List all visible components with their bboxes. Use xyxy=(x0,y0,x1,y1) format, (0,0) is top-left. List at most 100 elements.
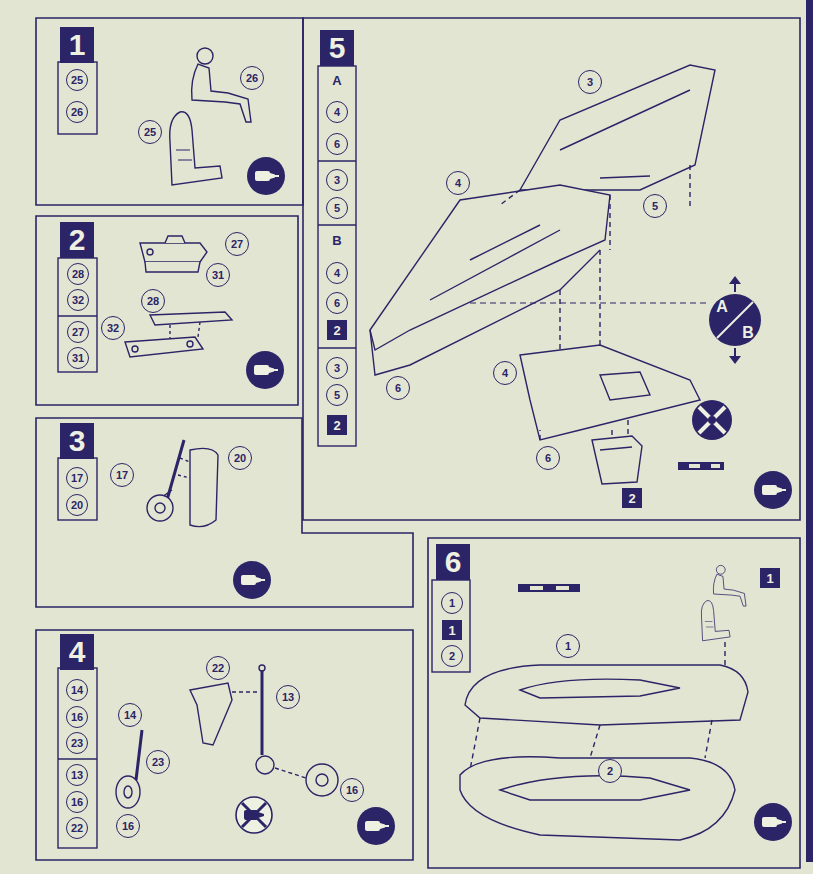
panel-outline xyxy=(428,538,800,868)
part-number-circle: 3 xyxy=(578,70,602,94)
step-6-figure xyxy=(500,776,690,800)
parts-list-column xyxy=(58,668,97,848)
parts-list-column xyxy=(432,580,470,672)
part-number-circle: 16 xyxy=(66,791,88,813)
step-panel: 125262625 xyxy=(36,18,303,205)
part-number: 27 xyxy=(231,239,243,250)
part-number-circle: 4 xyxy=(493,361,517,385)
part-number: 1 xyxy=(448,624,455,637)
step-6-figure xyxy=(460,565,748,840)
part-number: 13 xyxy=(282,692,294,703)
parts-list-column xyxy=(318,160,356,161)
part-number-circle: 23 xyxy=(146,750,170,774)
part-number-circle: 28 xyxy=(67,263,89,285)
part-number-circle: 16 xyxy=(116,814,140,838)
parts-list-column xyxy=(58,258,97,372)
part-number: 25 xyxy=(144,127,156,138)
panel-outline xyxy=(36,216,298,405)
part-number: 14 xyxy=(71,685,83,696)
glue-icons xyxy=(754,471,792,509)
step-4-figure xyxy=(190,683,232,745)
step-panel: 4141623131622221314231616 xyxy=(36,630,413,860)
cut-symbol xyxy=(699,407,725,433)
part-number-circle: 4 xyxy=(326,262,348,284)
part-number-circle: 22 xyxy=(206,656,230,680)
part-number-circle: 31 xyxy=(206,263,230,287)
part-number-circle: 6 xyxy=(326,292,348,314)
step-number: 6 xyxy=(436,544,470,580)
step-number: 3 xyxy=(60,423,94,459)
part-number-circle: 32 xyxy=(101,316,125,340)
step-3-figure xyxy=(190,448,218,526)
part-number-circle: 6 xyxy=(326,133,348,155)
part-number: 27 xyxy=(72,327,84,338)
part-number-circle: 5 xyxy=(326,384,348,406)
glue-icons xyxy=(357,807,395,845)
no-glue-symbol xyxy=(242,803,266,827)
glue-icons xyxy=(247,157,285,195)
part-number: 4 xyxy=(455,178,461,189)
part-number: 1 xyxy=(766,572,773,585)
parts-list-column xyxy=(318,66,356,446)
part-number: 1 xyxy=(565,641,571,652)
part-number: 13 xyxy=(71,770,83,781)
step-5-figure xyxy=(600,372,650,400)
step-2-figure xyxy=(187,341,193,347)
sheet-edge xyxy=(806,0,813,862)
part-number-circle: 3 xyxy=(326,357,348,379)
panel-outline xyxy=(428,538,800,868)
part-number-circle: 13 xyxy=(66,764,88,786)
scale-bar xyxy=(711,464,720,468)
part-number-circle: 22 xyxy=(66,817,88,839)
part-number-circle: 20 xyxy=(228,446,252,470)
part-number: 26 xyxy=(71,107,83,118)
step-3-figure xyxy=(147,440,218,527)
ab-arrows xyxy=(470,302,706,303)
part-number-circle: 25 xyxy=(138,120,162,144)
parts-list-column xyxy=(58,315,97,316)
step-2-figure xyxy=(125,236,232,357)
option-letter: B xyxy=(332,233,341,248)
step-3-figure xyxy=(155,503,165,513)
part-number-circle: 16 xyxy=(66,706,88,728)
part-number-circle: 25 xyxy=(66,69,88,91)
part-number-circle: 1 xyxy=(556,634,580,658)
part-number: 25 xyxy=(71,75,83,86)
step-4-figure xyxy=(116,776,140,808)
part-number: 16 xyxy=(122,821,134,832)
part-number-circle: 3 xyxy=(326,169,348,191)
part-number: 4 xyxy=(334,268,340,279)
part-number: 2 xyxy=(449,651,455,662)
part-number-circle: 4 xyxy=(446,171,470,195)
part-number-circle: 27 xyxy=(225,232,249,256)
parts-list-column xyxy=(318,347,356,348)
part-number: 2 xyxy=(607,766,613,777)
glue-icons xyxy=(246,351,284,389)
step-3-figure xyxy=(178,458,190,478)
part-number: 5 xyxy=(652,201,658,212)
part-number: 4 xyxy=(334,107,340,118)
part-number: 23 xyxy=(152,757,164,768)
cut-symbol xyxy=(692,400,732,440)
step-5-figure xyxy=(520,65,715,190)
subassembly-square: 1 xyxy=(760,568,780,588)
part-number: 23 xyxy=(71,738,83,749)
step-5-figure xyxy=(600,447,632,450)
part-number-circle: 14 xyxy=(118,703,142,727)
part-number-circle: 16 xyxy=(340,778,364,802)
step-5-figure xyxy=(370,65,715,484)
scale-bar xyxy=(678,462,724,470)
step-2-figure xyxy=(132,346,138,352)
part-number: 16 xyxy=(71,712,83,723)
cut-symbol xyxy=(708,416,716,424)
step-number: 1 xyxy=(60,27,94,63)
step-panel: 546354623523454662AB xyxy=(303,18,800,520)
part-number: 2 xyxy=(333,419,340,432)
parts-list-column xyxy=(58,758,97,759)
option-letter: A xyxy=(709,294,735,320)
step-2-figure xyxy=(145,262,200,272)
part-number-circle: 2 xyxy=(441,645,463,667)
part-number: 16 xyxy=(71,797,83,808)
